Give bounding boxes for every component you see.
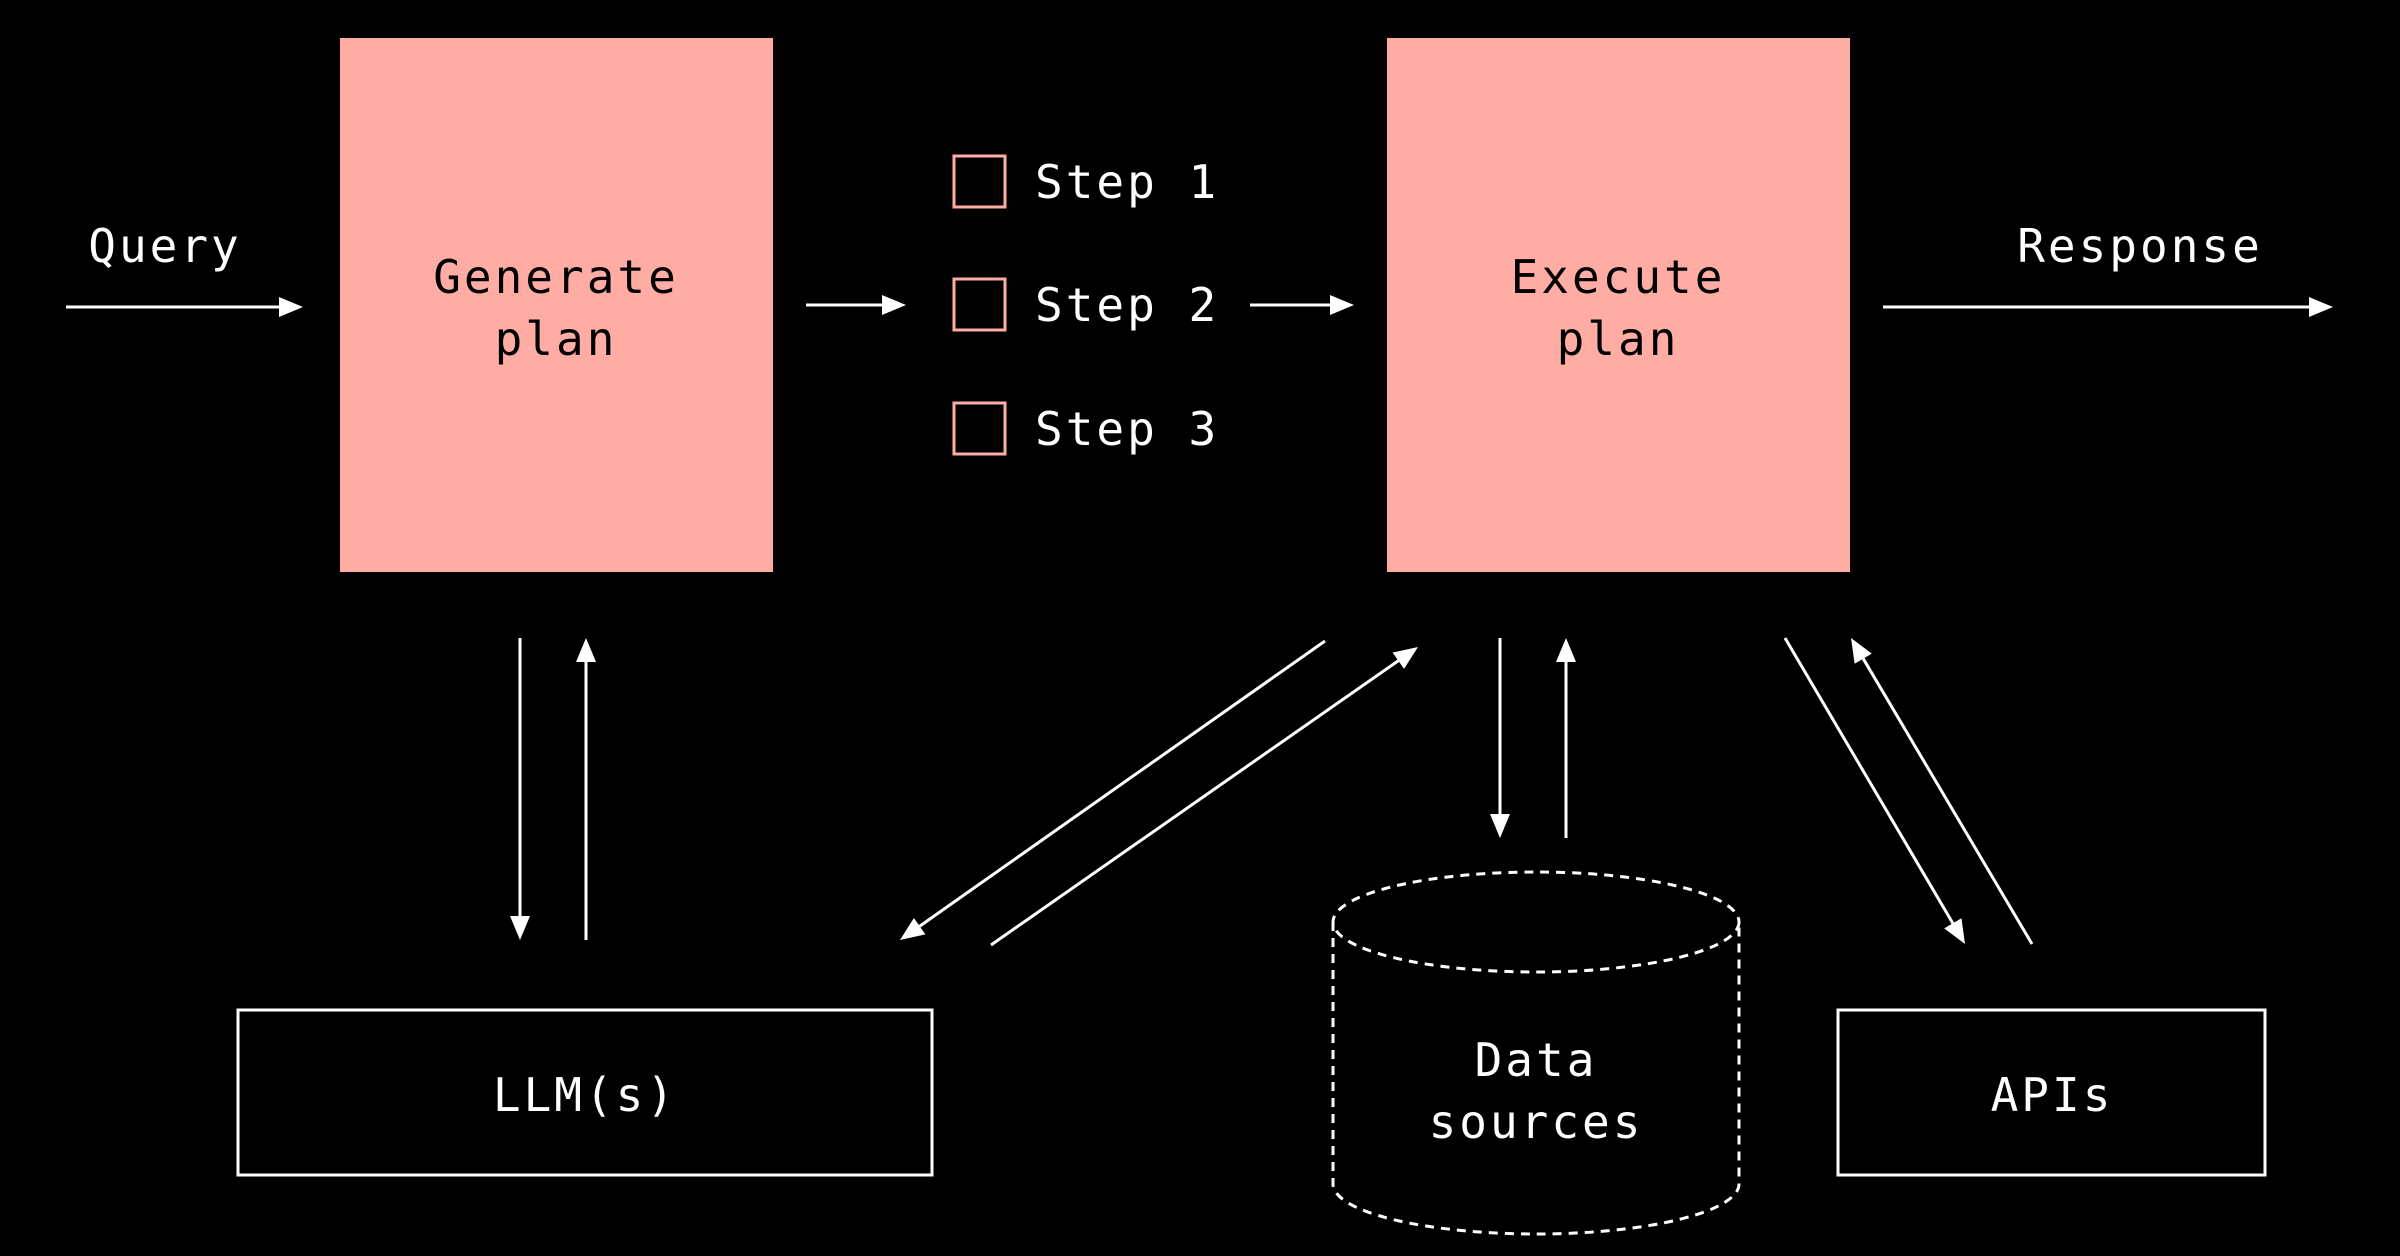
cylinder-body xyxy=(1331,922,1741,1236)
plan-to-steps-arrow xyxy=(806,295,906,315)
data-to-execute-arrow xyxy=(1556,638,1576,838)
cylinder-top xyxy=(1331,870,1741,974)
generate-plan-label-line1: Generate xyxy=(433,250,679,304)
step-3-label: Step 3 xyxy=(1035,402,1219,456)
step-1-label: Step 1 xyxy=(1035,155,1219,209)
apis-box xyxy=(1836,1008,2267,1177)
step-3-checkbox xyxy=(952,401,1007,456)
execute-plan-label-line1: Execute xyxy=(1511,250,1726,304)
generate-plan-box xyxy=(340,38,773,572)
arrowhead-icon xyxy=(576,638,596,662)
arrowhead-icon xyxy=(2309,297,2333,317)
apis-to-execute-arrow xyxy=(1851,638,2034,945)
step-2-checkbox xyxy=(952,277,1007,332)
arrowhead-icon xyxy=(1392,647,1418,669)
step-1-checkbox xyxy=(952,154,1007,209)
generate-plan-node: Generate plan xyxy=(340,38,773,572)
arrowhead-icon xyxy=(1556,638,1576,662)
generate-plan-label-line2: plan xyxy=(495,312,618,366)
execute-to-apis-arrow-shaft xyxy=(1783,637,1956,926)
data-sources-label-line2: sources xyxy=(1429,1095,1644,1149)
apis-label: APIs xyxy=(1991,1068,2114,1122)
response-label: Response xyxy=(2017,219,2263,273)
steps-to-execute-arrow xyxy=(1250,295,1354,315)
llms-box xyxy=(236,1008,934,1177)
generate-to-llm-arrow xyxy=(510,638,530,940)
database-cylinder-icon xyxy=(1331,870,1741,1236)
llm-to-generate-arrow xyxy=(576,638,596,940)
step-list: Step 1 Step 2 Step 3 xyxy=(952,154,1219,456)
response-arrow xyxy=(1883,297,2333,317)
execute-plan-node: Execute plan xyxy=(1387,38,1850,572)
arrowhead-icon xyxy=(1490,814,1510,838)
data-sources-node: Data sources xyxy=(1331,870,1741,1236)
llms-node: LLM(s) xyxy=(236,1008,934,1177)
arrowhead-icon xyxy=(900,918,926,940)
apis-to-execute-arrow-shaft xyxy=(1860,656,2034,945)
arrowhead-icon xyxy=(510,916,530,940)
arrowhead-icon xyxy=(1330,295,1354,315)
execute-plan-box xyxy=(1387,38,1850,572)
step-item-1: Step 1 xyxy=(952,154,1219,209)
execute-plan-label-line2: plan xyxy=(1557,312,1680,366)
execute-to-llm-arrow-shaft xyxy=(917,639,1326,929)
execute-to-data-arrow xyxy=(1490,638,1510,838)
execute-to-apis-arrow xyxy=(1783,637,1965,944)
arrowhead-icon xyxy=(1944,918,1965,944)
apis-node: APIs xyxy=(1836,1008,2267,1177)
step-item-3: Step 3 xyxy=(952,401,1219,456)
llms-label: LLM(s) xyxy=(493,1068,677,1122)
query-label: Query xyxy=(88,219,241,273)
step-2-label: Step 2 xyxy=(1035,278,1219,332)
connector-arrows xyxy=(66,295,2333,947)
llm-to-execute-arrow xyxy=(990,647,1418,947)
execute-to-llm-arrow xyxy=(900,639,1326,940)
step-item-2: Step 2 xyxy=(952,277,1219,332)
arrowhead-icon xyxy=(882,295,906,315)
arrowhead-icon xyxy=(279,297,303,317)
arrowhead-icon xyxy=(1851,638,1872,664)
llm-to-execute-arrow-shaft xyxy=(990,658,1401,947)
query-arrow xyxy=(66,297,303,317)
data-sources-label-line1: Data xyxy=(1475,1033,1598,1087)
